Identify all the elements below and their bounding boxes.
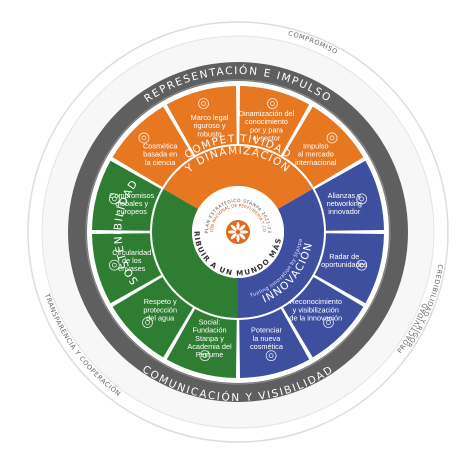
recycle-icon xyxy=(108,259,120,271)
globe-icon xyxy=(326,132,338,144)
segment-green-2 xyxy=(112,277,193,358)
logo-petal xyxy=(236,234,240,242)
segment-green-1 xyxy=(166,308,237,378)
rim-inner-highlight xyxy=(85,79,391,385)
segment-blue-2 xyxy=(314,233,384,304)
handshake-icon xyxy=(108,193,120,205)
segment-blue-3 xyxy=(283,277,364,358)
pillar-rings xyxy=(152,146,324,318)
segment-orange-4 xyxy=(283,106,364,187)
pillar-ring-competitividad xyxy=(163,146,313,209)
network-icon xyxy=(356,193,368,205)
segment-blue-1 xyxy=(314,160,384,231)
logo-petal xyxy=(236,222,240,230)
radar-icon xyxy=(356,259,368,271)
lightbulb-icon xyxy=(267,98,278,109)
segment-orange-3 xyxy=(239,86,310,156)
logo-petal xyxy=(240,230,248,234)
hands-icon xyxy=(199,350,211,362)
segment-orange-1 xyxy=(112,106,193,187)
flask-icon xyxy=(138,132,150,144)
segment-green-4 xyxy=(92,160,162,231)
pillar-ring-sostenibilidad xyxy=(152,189,238,318)
badge-icon xyxy=(323,317,334,328)
gear-icon xyxy=(198,98,209,109)
stanpa-flower-logo xyxy=(226,220,250,244)
logo-petal xyxy=(230,233,237,240)
logo-petal xyxy=(230,224,237,231)
segment-green-3 xyxy=(92,233,162,304)
water-drop-icon xyxy=(142,317,153,328)
segment-blue-4 xyxy=(239,308,310,378)
logo-petal xyxy=(228,230,236,234)
logo-petal xyxy=(239,224,246,231)
rocket-icon xyxy=(265,350,277,362)
pillar-ring-innovacion xyxy=(238,189,324,318)
segment-orange-2 xyxy=(166,86,237,156)
logo-petal xyxy=(239,233,246,240)
